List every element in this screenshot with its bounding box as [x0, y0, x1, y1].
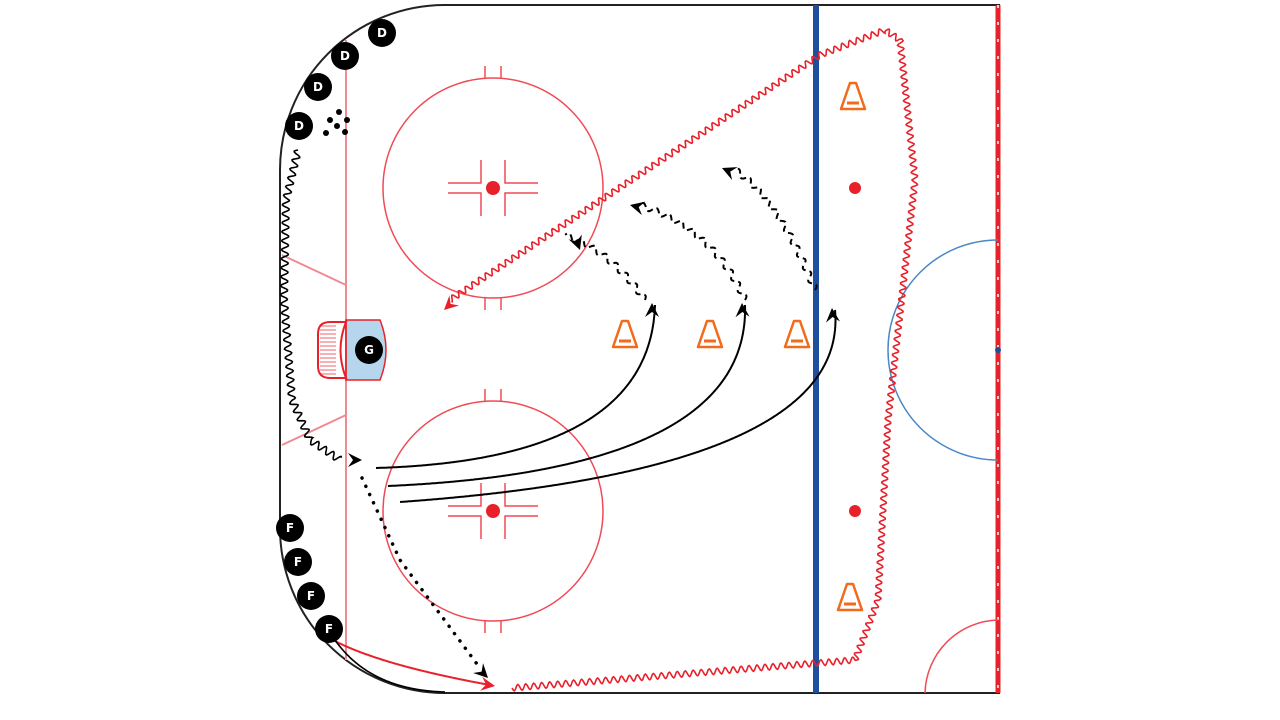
arrowhead-icon [826, 308, 840, 323]
arrowhead-icon [630, 201, 646, 216]
player-label: F [325, 622, 333, 636]
faceoff-circle [382, 389, 604, 633]
faceoff-dot [486, 181, 500, 195]
defense-player[interactable]: D [368, 19, 396, 47]
arrowhead-icon [444, 295, 460, 310]
cone-icon [836, 582, 864, 612]
defense-player[interactable]: D [304, 73, 332, 101]
puck [336, 109, 342, 115]
neutral-dot-top [849, 182, 861, 194]
player-label: F [294, 555, 302, 569]
forward-player[interactable]: F [297, 582, 325, 610]
arrowhead-icon [722, 167, 738, 180]
players: D D D D F F F F G [276, 19, 396, 643]
cone-icon [611, 319, 639, 349]
cones [611, 81, 867, 612]
rink-markings [279, 4, 1001, 694]
pucks [323, 109, 350, 136]
puck [344, 117, 350, 123]
faceoff-dot [486, 504, 500, 518]
skate-curve-1 [376, 303, 660, 469]
player-label: D [377, 26, 387, 40]
puck [323, 130, 329, 136]
boards-curve [334, 639, 445, 693]
player-label: D [340, 49, 350, 63]
arrowhead-icon [645, 303, 660, 318]
dashed-skate-1 [564, 232, 647, 301]
dashed-skate-3 [722, 167, 818, 291]
skate-curve-2 [388, 303, 750, 487]
skate-curve-3 [399, 308, 840, 503]
forward-player[interactable]: F [284, 548, 312, 576]
player-label: F [307, 589, 315, 603]
arrowhead-icon [480, 676, 495, 691]
trapezoid-bottom [281, 414, 347, 446]
cone-icon [696, 319, 724, 349]
rink-boards [279, 4, 1000, 694]
cone-icon [839, 81, 867, 111]
player-label: F [286, 521, 294, 535]
referee-crease-circle [924, 619, 999, 694]
forward-skate-path [332, 639, 495, 691]
trapezoid-top [281, 254, 347, 286]
center-circle [887, 239, 999, 461]
drill-paths [279, 27, 919, 693]
arrowhead-icon [735, 303, 750, 318]
forward-player[interactable]: F [276, 514, 304, 542]
puck [327, 117, 333, 123]
forward-player[interactable]: F [315, 615, 343, 643]
goalie[interactable]: G [355, 336, 383, 364]
forward-loop-path [444, 27, 919, 692]
defense-player[interactable]: D [285, 112, 313, 140]
pass-path [360, 476, 488, 678]
defense-player[interactable]: D [331, 42, 359, 70]
player-label: D [294, 119, 304, 133]
puck [334, 123, 340, 129]
faceoff-circle [382, 66, 604, 310]
player-label: G [364, 343, 374, 357]
player-label: D [313, 80, 323, 94]
puck [342, 129, 348, 135]
arrowhead-icon [348, 453, 362, 467]
arrowhead-icon [568, 234, 582, 250]
cone-icon [783, 319, 811, 349]
arrowhead-icon [473, 663, 488, 678]
neutral-dot-bottom [849, 505, 861, 517]
center-dot [995, 347, 1001, 353]
dashed-skate-2 [630, 201, 748, 301]
defense-skate-path [279, 149, 362, 467]
